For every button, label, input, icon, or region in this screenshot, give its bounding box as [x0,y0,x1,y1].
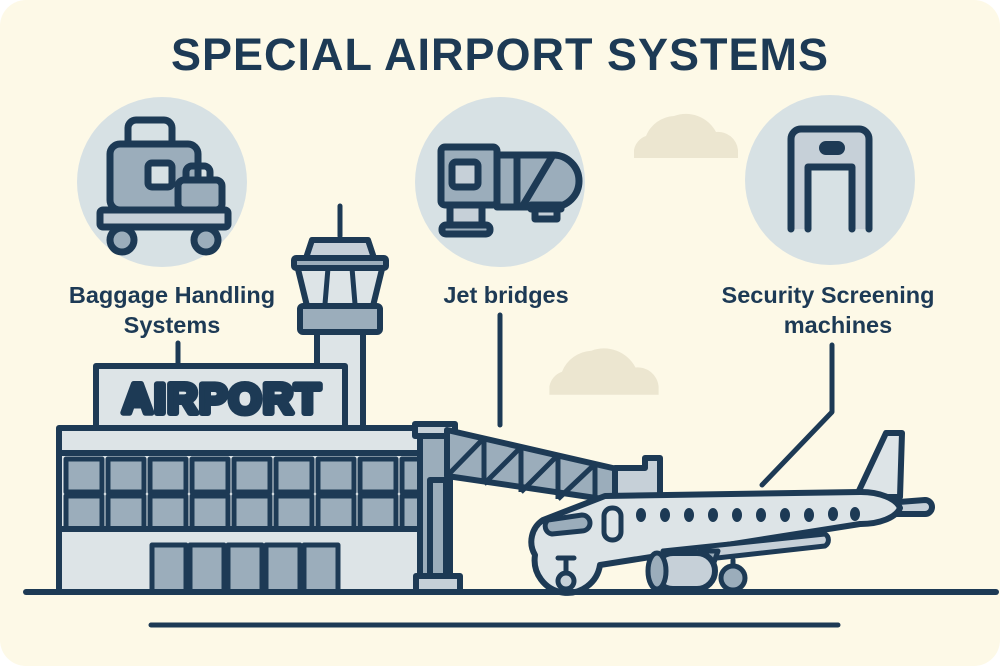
jet-bridge-icon [437,143,583,238]
cloud-upper [634,113,738,158]
callout-baggage[interactable]: Baggage Handling Systems [69,97,275,377]
security-label-line-1: Security Screening [722,282,935,308]
airport-terminal: AIRPORT [56,363,452,595]
page-title: SPECIAL AIRPORT SYSTEMS [171,29,829,80]
jet-bridge-label: Jet bridges [443,282,568,308]
security-leader-line [759,342,835,488]
airplane-engine [645,550,718,592]
baggage-label-line-1: Baggage Handling [69,282,275,308]
main-landing-gear [718,557,748,593]
baggage-label-line-2: Systems [124,312,221,338]
jet-bridge-structure [412,421,663,595]
cloud-lower [549,348,659,395]
baggage-cart-icon [96,116,232,256]
terminal-sign-text: AIRPORT [122,375,322,422]
security-arch-icon [787,125,873,233]
airplane [528,430,935,596]
security-label-line-2: machines [784,312,892,338]
terminal-entrance-doors [149,542,341,595]
airplane-windows [636,507,860,522]
callout-jet-bridge[interactable]: Jet bridges [415,97,585,428]
callout-security[interactable]: Security Screening machines [722,95,935,488]
terminal-window-row-1 [63,456,441,495]
terminal-window-row-2 [63,493,441,532]
